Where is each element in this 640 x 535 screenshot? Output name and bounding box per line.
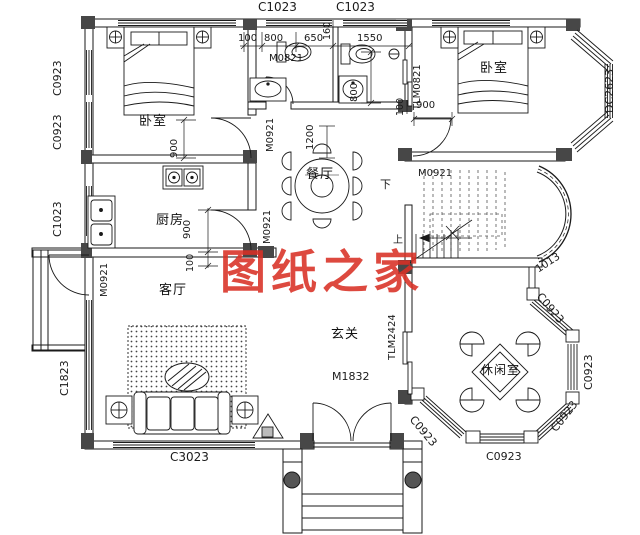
stairs-icon bbox=[407, 170, 506, 265]
basin-icon bbox=[249, 75, 368, 104]
dim-650-top: 650 bbox=[304, 33, 324, 44]
sliding-door-icon bbox=[402, 59, 413, 395]
porch-column-icon bbox=[283, 471, 422, 489]
entry-steps bbox=[282, 448, 423, 534]
door-label-tlm2424: TLM2424 bbox=[387, 314, 398, 360]
room-label-living: 客厅 bbox=[159, 283, 188, 298]
room-label-bedroom-right: 卧室 bbox=[480, 61, 509, 76]
window-label-c0923-left-upper: C0923 bbox=[51, 60, 64, 96]
leisure-bay bbox=[410, 267, 580, 444]
stair-up-label: 上 bbox=[393, 235, 403, 246]
door-label-m0821: M0821 bbox=[269, 53, 304, 64]
room-label-kitchen: 厨房 bbox=[156, 213, 185, 228]
stair-curve-wall bbox=[536, 165, 572, 263]
window-label-c1023-left: C1023 bbox=[51, 201, 64, 237]
dimension-lines bbox=[176, 20, 456, 270]
side-porch bbox=[32, 249, 85, 351]
door-label-m0921-side: M0921 bbox=[99, 262, 110, 297]
dim-160-partition: 160 bbox=[322, 21, 333, 40]
window-label-c0923-oct-s: C0923 bbox=[486, 450, 522, 463]
doors bbox=[48, 59, 452, 448]
door-arc-bedroom-right bbox=[412, 117, 452, 157]
dim-100-kitchen: 100 bbox=[185, 253, 196, 272]
window-label-c1023-top-right: C1023 bbox=[336, 0, 375, 14]
dim-900-bedroom-left: 900 bbox=[169, 138, 180, 158]
watermark: 图纸之家 bbox=[220, 245, 424, 299]
chair-icon bbox=[459, 331, 541, 413]
room-label-bedroom-left: 卧室 bbox=[139, 114, 168, 129]
door-label-m0921-stair: M0921 bbox=[418, 168, 453, 179]
leisure-table-icon bbox=[471, 343, 529, 401]
walls bbox=[31, 18, 581, 450]
window-label-c1023-top-left: C1023 bbox=[258, 0, 297, 14]
stair-down-label: 下 bbox=[380, 178, 391, 191]
dim-1550-top: 1550 bbox=[357, 33, 383, 44]
door-label-m1832: M1832 bbox=[332, 370, 370, 383]
toilet-icon bbox=[276, 41, 400, 65]
nightstand-lamp-icon bbox=[440, 26, 546, 49]
coffee-table-icon bbox=[164, 362, 210, 392]
corner-marker-icon bbox=[252, 413, 284, 439]
dim-900-bedroom-right: 900 bbox=[416, 100, 436, 111]
sofa-icon bbox=[133, 391, 231, 435]
window-label-dc2623: DC2623 bbox=[603, 68, 616, 113]
side-table-icon bbox=[105, 395, 259, 425]
window-label-c1823: C1823 bbox=[58, 360, 71, 396]
door-arc-side bbox=[48, 254, 90, 296]
window-label-c3023: C3023 bbox=[170, 450, 209, 464]
windows bbox=[85, 19, 510, 449]
columns bbox=[81, 16, 580, 449]
dim-800-top: 800 bbox=[264, 33, 284, 44]
door-label-m0921-bedroom-left: M0921 bbox=[265, 117, 276, 152]
dining-table-icon bbox=[294, 158, 350, 214]
dim-100-top: 100 bbox=[238, 33, 258, 44]
dim-800-bath: 800 bbox=[349, 82, 360, 102]
window-label-c0923-left-lower: C0923 bbox=[51, 114, 64, 150]
bed-icon bbox=[457, 26, 529, 114]
door-label-tlm0821: TLM0821 bbox=[412, 64, 423, 110]
kitchen-sink-icon bbox=[87, 195, 116, 249]
dim-900-kitchen: 900 bbox=[182, 219, 193, 239]
bed-icon bbox=[123, 26, 195, 116]
chair-icon bbox=[281, 143, 363, 229]
bay-window-icon bbox=[570, 29, 614, 153]
stove-icon bbox=[162, 165, 204, 190]
double-door-icon bbox=[312, 402, 392, 448]
dim-1200-dining: 1200 bbox=[305, 124, 316, 150]
room-label-leisure: 休闲室 bbox=[481, 363, 521, 377]
dim-100-bedroom-right: 100 bbox=[395, 97, 406, 116]
door-arc-bedroom-left bbox=[210, 117, 252, 159]
nightstand-lamp-icon bbox=[106, 26, 212, 49]
room-label-foyer: 玄关 bbox=[331, 327, 360, 342]
window-label-c0923-oct-e: C0923 bbox=[582, 354, 595, 390]
room-label-dining: 餐厅 bbox=[306, 167, 335, 182]
